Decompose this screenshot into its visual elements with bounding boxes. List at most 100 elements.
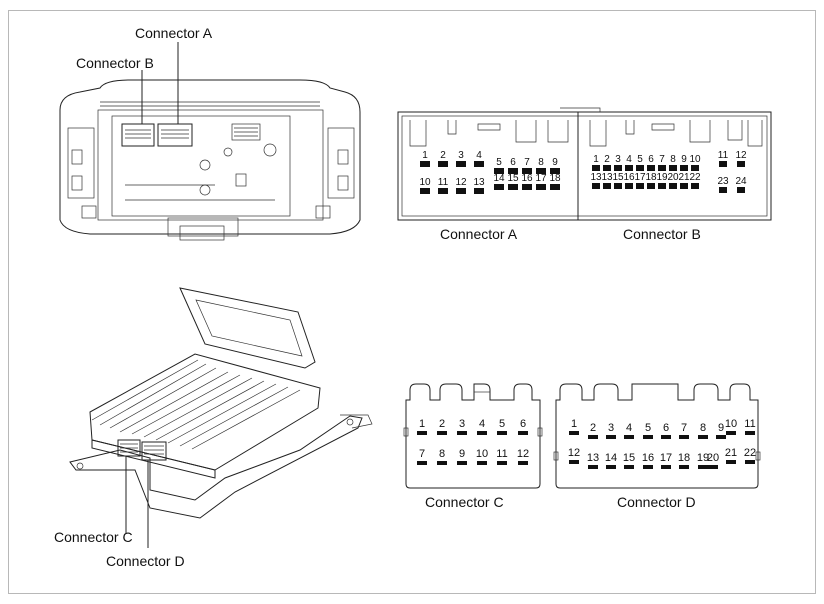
- connector-d-pin-label: 1: [571, 418, 577, 430]
- connector-c-housing: [403, 383, 543, 489]
- connector-b-pin-label: 8: [670, 154, 676, 165]
- connector-d-pin-label: 21: [725, 447, 737, 459]
- connector-a-pin-label: 4: [476, 150, 482, 161]
- connector-b-pin-label: 18: [645, 172, 657, 183]
- connector-d-housing: [553, 383, 761, 489]
- connector-d-pin-terminal: [569, 431, 579, 435]
- connector-c-pin-terminal: [477, 431, 487, 435]
- connector-b-pin-terminal: [691, 183, 699, 189]
- connector-b-pin-label: 12: [735, 150, 747, 161]
- connector-c-pin-terminal: [457, 461, 467, 465]
- connector-b-pin-terminal: [680, 183, 688, 189]
- connector-b-pin-label: 23: [717, 176, 729, 187]
- callout-connector-d: Connector D: [106, 553, 185, 569]
- connector-d-pin-label: 15: [623, 452, 635, 464]
- connector-a-pin-label: 17: [535, 173, 547, 184]
- connector-d-pin-terminal: [643, 465, 653, 469]
- connector-d-pin-label: 10: [725, 418, 737, 430]
- connector-d-pin-label: 16: [642, 452, 654, 464]
- connector-b-pin-terminal: [636, 183, 644, 189]
- connector-b-pin-terminal: [625, 165, 633, 171]
- connector-d-pin-label: 7: [681, 422, 687, 434]
- connector-d-pin-label: 18: [678, 452, 690, 464]
- connector-c-pin-label: 8: [439, 448, 445, 460]
- connector-d-pin-label: 19: [697, 452, 709, 464]
- connector-a-pin-terminal: [536, 184, 546, 190]
- connector-a-pin-label: 15: [507, 173, 519, 184]
- connector-b-pin-terminal: [614, 183, 622, 189]
- connector-a-pin-terminal: [456, 161, 466, 167]
- connector-a-pin-terminal: [474, 188, 484, 194]
- caption-connector-d: Connector D: [617, 494, 696, 510]
- connector-c-pin-terminal: [437, 431, 447, 435]
- caption-connector-c: Connector C: [425, 494, 504, 510]
- connector-d-pin-terminal: [726, 431, 736, 435]
- head-unit-illustration: [59, 79, 361, 241]
- connector-b-pin-terminal: [737, 187, 745, 193]
- connector-c-pin-label: 1: [419, 418, 425, 430]
- connector-c-pin-label: 2: [439, 418, 445, 430]
- connector-b-pin-terminal: [647, 183, 655, 189]
- connector-b-pin-terminal: [614, 165, 622, 171]
- connector-c-pin-label: 5: [499, 418, 505, 430]
- connector-d-pin-terminal: [679, 435, 689, 439]
- connector-b-pin-label: 21: [678, 172, 690, 183]
- connector-a-pin-label: 3: [458, 150, 464, 161]
- connector-b-pin-terminal: [603, 183, 611, 189]
- connector-a-pin-label: 11: [438, 177, 449, 188]
- connector-c-pin-label: 4: [479, 418, 485, 430]
- connector-d-pin-label: 4: [626, 422, 632, 434]
- connector-d-pin-terminal: [624, 435, 634, 439]
- connector-b-pin-label: 4: [626, 154, 632, 165]
- connector-a-pin-label: 12: [455, 177, 467, 188]
- connector-a-pin-terminal: [420, 161, 430, 167]
- connector-c-pin-terminal: [437, 461, 447, 465]
- connector-c-pin-terminal: [457, 431, 467, 435]
- connector-d-pin-label: 8: [700, 422, 706, 434]
- connector-d-pin-terminal: [698, 465, 708, 469]
- connector-d-pin-terminal: [716, 435, 726, 439]
- connector-b-pin-label: 24: [735, 176, 747, 187]
- connector-b-pin-label: 22: [689, 172, 701, 183]
- connector-a-pin-terminal: [536, 168, 546, 174]
- connector-c-pin-label: 3: [459, 418, 465, 430]
- connector-b-pin-terminal: [592, 165, 600, 171]
- connector-b-pin-label: 13: [590, 172, 602, 183]
- connector-a-pin-terminal: [522, 168, 532, 174]
- connector-d-pin-terminal: [588, 435, 598, 439]
- connector-a-pin-label: 2: [440, 150, 446, 161]
- connector-a-pin-label: 5: [496, 157, 502, 168]
- connector-d-pin-label: 2: [590, 422, 596, 434]
- connector-c-pin-label: 11: [496, 448, 507, 460]
- connector-b-pin-terminal: [658, 165, 666, 171]
- connector-c-pin-label: 6: [520, 418, 526, 430]
- callout-connector-c: Connector C: [54, 529, 133, 545]
- connector-b-pin-label: 16: [623, 172, 635, 183]
- amplifier-illustration: [69, 287, 373, 519]
- connector-a-pin-label: 13: [473, 177, 485, 188]
- connector-d-pin-label: 6: [663, 422, 669, 434]
- connector-c-pin-terminal: [518, 461, 528, 465]
- connector-c-pin-terminal: [497, 431, 507, 435]
- connector-d-pin-label: 14: [605, 452, 617, 464]
- connector-b-pin-label: 20: [667, 172, 679, 183]
- connector-d-pin-terminal: [745, 460, 755, 464]
- connector-d-pin-terminal: [708, 465, 718, 469]
- connector-d-pin-terminal: [643, 435, 653, 439]
- connector-d-pin-terminal: [606, 435, 616, 439]
- connector-a-pin-terminal: [474, 161, 484, 167]
- connector-b-pin-label: 17: [634, 172, 646, 183]
- connector-d-pin-terminal: [606, 465, 616, 469]
- connector-b-pin-terminal: [625, 183, 633, 189]
- connector-d-pin-terminal: [569, 460, 579, 464]
- connector-d-pin-terminal: [726, 460, 736, 464]
- connector-d-pin-label: 12: [568, 447, 580, 459]
- connector-c-pin-terminal: [417, 431, 427, 435]
- connector-b-pin-label: 9: [681, 154, 687, 165]
- connector-d-pin-terminal: [679, 465, 689, 469]
- connector-c-pin-label: 12: [517, 448, 529, 460]
- connector-d-pin-label: 5: [645, 422, 651, 434]
- connector-b-pin-terminal: [737, 161, 745, 167]
